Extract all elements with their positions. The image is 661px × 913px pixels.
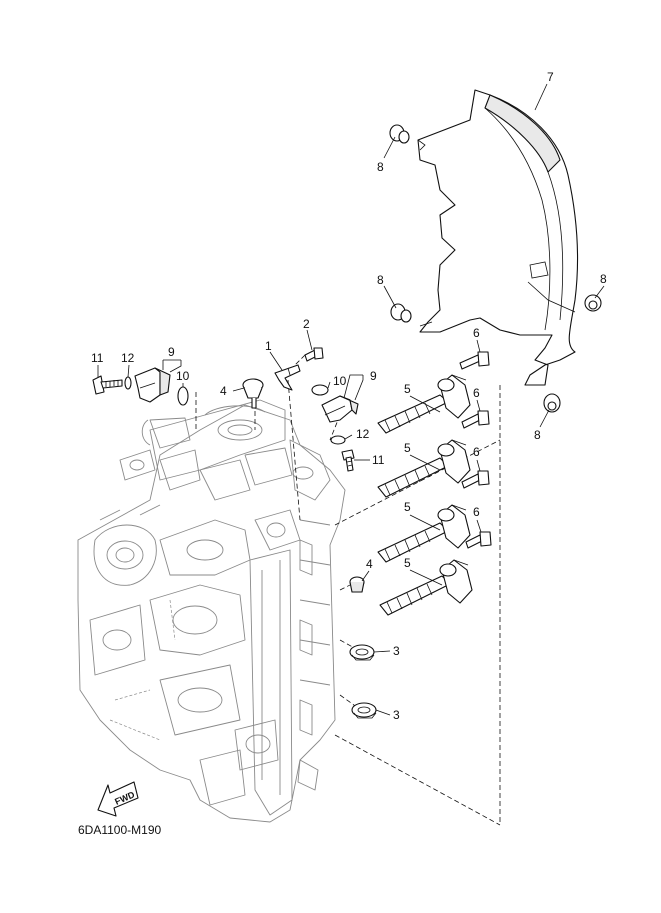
bolt-11-right[interactable] xyxy=(341,449,355,472)
bolt-6b[interactable] xyxy=(461,410,490,429)
callout-8: 8 xyxy=(377,273,384,287)
sensor-9-left[interactable] xyxy=(134,367,171,403)
bolt-6a[interactable] xyxy=(459,351,490,370)
ignition-coil-1[interactable] xyxy=(377,374,471,434)
callout-6: 6 xyxy=(473,326,480,340)
callout-6: 6 xyxy=(473,445,480,459)
callout-6: 6 xyxy=(473,386,480,400)
callout-7: 7 xyxy=(547,70,554,84)
callout-12: 12 xyxy=(121,351,135,365)
clamp-3a[interactable] xyxy=(349,644,375,661)
callouts: 1 2 3 3 4 4 5 5 5 5 6 6 6 6 7 8 8 8 8 9 … xyxy=(91,70,607,722)
callout-9: 9 xyxy=(370,369,377,383)
callout-8: 8 xyxy=(600,272,607,286)
washer-12-left[interactable] xyxy=(124,376,132,390)
bolt-11-left[interactable] xyxy=(92,375,123,395)
diagram-code: 6DA1100-M190 xyxy=(78,823,161,837)
callout-11: 11 xyxy=(372,453,385,467)
sensor-9-right[interactable] xyxy=(321,395,359,423)
engine-block xyxy=(77,399,346,823)
grommet-mid-right[interactable] xyxy=(584,294,602,312)
callout-10: 10 xyxy=(333,374,347,388)
callout-6: 6 xyxy=(473,505,480,519)
callout-5: 5 xyxy=(404,500,411,514)
callout-5: 5 xyxy=(404,382,411,396)
callout-4: 4 xyxy=(366,557,373,571)
o-ring-10-left[interactable] xyxy=(177,386,189,406)
callout-3: 3 xyxy=(393,644,400,658)
grommet-bottom[interactable] xyxy=(543,393,561,413)
clamp-4a[interactable] xyxy=(242,378,264,409)
callout-11: 11 xyxy=(91,351,104,365)
callout-12: 12 xyxy=(356,427,370,441)
callout-10: 10 xyxy=(176,369,190,383)
ignition-coil-2[interactable] xyxy=(377,439,471,498)
grommet-mid-left[interactable] xyxy=(390,303,412,323)
ignition-coil-3[interactable] xyxy=(377,504,471,563)
bolt-6c[interactable] xyxy=(461,470,490,489)
clamp-3b[interactable] xyxy=(351,702,377,719)
bracket-1[interactable] xyxy=(274,364,301,391)
cover[interactable] xyxy=(417,89,579,386)
grommet-top[interactable] xyxy=(389,124,410,144)
callout-3: 3 xyxy=(393,708,400,722)
callout-8: 8 xyxy=(534,428,541,442)
washer-12-right[interactable] xyxy=(330,435,346,445)
callout-5: 5 xyxy=(404,441,411,455)
callout-8: 8 xyxy=(377,160,384,174)
clamp-4b[interactable] xyxy=(349,576,365,593)
callout-2: 2 xyxy=(303,317,310,331)
callout-1: 1 xyxy=(265,339,272,353)
ignition-coil-4[interactable] xyxy=(379,559,473,616)
fwd-arrow: FWD xyxy=(97,781,139,817)
bolt-2[interactable] xyxy=(304,347,324,362)
bolt-6d[interactable] xyxy=(465,531,492,549)
leader-lines xyxy=(97,83,605,716)
callout-4: 4 xyxy=(220,384,227,398)
callout-9: 9 xyxy=(168,345,175,359)
o-ring-10-right[interactable] xyxy=(311,384,329,396)
callout-5: 5 xyxy=(404,556,411,570)
